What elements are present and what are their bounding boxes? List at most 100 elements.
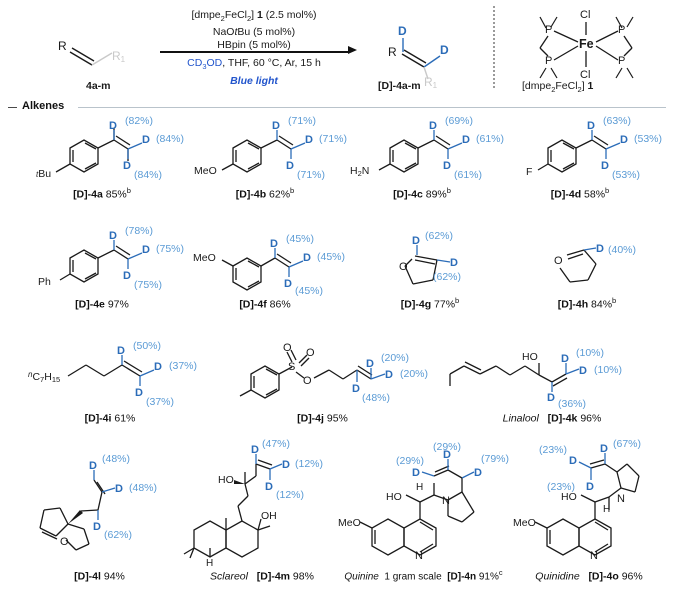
incorporation-4g-2: (62%) [433,271,461,283]
meo-label-4n: MeO [338,517,361,529]
reaction-arrow-head [348,46,357,54]
compound-name-4c: [D]-4c [393,188,423,201]
product-label: [D]-4a-m [378,80,421,92]
d-label-4o-3: D [586,481,594,493]
ho-label-4k: HO [522,351,538,363]
structure-4f: MeO D D D (45%) (45%) (45%) [193,233,345,297]
d-label-4e-2: D [142,244,150,256]
yield-4n: 91% [478,571,499,583]
d-label-4n-3: D [474,467,482,479]
d-label-4k-2: D [579,365,587,377]
yield-4m: 98% [292,570,314,583]
structure-4d: F D D D (63%) (53%) (53%) [526,115,662,181]
d-label-4g-1: D [412,235,420,247]
caption-4l: [D]-4l 94% [12,568,187,583]
n-label-4o: N [590,550,598,562]
caption-4i: [D]-4i 61% [10,410,210,425]
ho-label-4o: HO [561,491,577,503]
footnote-4c: b [446,186,451,195]
fe-atom-label: Fe [579,37,594,51]
compound-name-4m: [D]-4m [256,570,290,583]
n-quinuclidine-4o: N [617,493,625,505]
product-card-4e: Ph D D D (78%) (75%) (75%) [D]-4e 97% [22,225,184,311]
incorporation-4e-1: (78%) [125,225,153,237]
condition-line-2: NaOtBu (5 mol%) [212,25,296,38]
d-label-4f-2: D [303,252,311,264]
product-card-4a: tBu D D D (82%) (84%) (84%) [D]-4a 85%b [22,115,184,201]
product-card-4c: H2N D D D (69%) (61%) (61%) [D]-4c 89%b [342,115,504,201]
yield-4d: 58% [584,188,606,201]
structure-4g: O D D (62%) (62%) [399,230,461,285]
product-card-4h: O D (40%) [D]-4h 84%b [512,228,662,311]
incorporation-4i-1: (50%) [133,340,161,352]
d-label-4l-3: D [93,521,101,533]
condition-line-4: CD3OD, THF, 60 °C, Ar, 15 h [187,57,321,72]
d-label-4j-1: D [366,358,374,370]
h-label-4o: H [603,504,610,515]
caption-4n: Quinine 1 gram scale [D]-4n 91%c [336,568,511,582]
incorporation-4c-3: (61%) [454,169,482,181]
d-label-4h-1: D [596,243,604,255]
catalyst-structure: Fe Cl Cl P P P P [539,9,634,81]
o-label-4l: O [60,536,69,548]
p-atom-label-4: P [618,55,625,67]
caption-4f: [D]-4f 86% [185,296,345,311]
d-label-4d-2: D [620,134,628,146]
incorporation-4i-3: (37%) [146,396,174,408]
incorporation-4j-3: (48%) [362,392,390,404]
footnote-4n: c [498,568,503,577]
incorporation-4c-2: (61%) [476,133,504,145]
compound-name-4l: [D]-4l [74,570,101,583]
d-label-4d-1: D [587,120,595,132]
d-label-4a-1: D [109,120,117,132]
product-R-label: R [388,45,397,59]
incorporation-4a-3: (84%) [134,169,162,181]
product-card-4f: MeO D D D (45%) (45%) (45%) [D]-4f 86% [185,228,345,311]
product-card-4k: HO D D D (10%) (10%) (36%) Linalool [D]-… [432,334,672,425]
ho-label-4n: HO [386,491,402,503]
incorporation-4k-2: (10%) [594,364,622,376]
product-card-4b: MeO D D D (71%) (71%) (71%) [D]-4b 62%b [185,115,347,201]
d-label-4l-1: D [89,460,97,472]
yield-4e: 97% [107,298,129,311]
d-label-4l-2: D [115,483,123,495]
n-label-4n: N [415,550,423,562]
section-rule-line [78,107,666,108]
incorporation-4d-1: (63%) [603,115,631,127]
incorporation-4k-1: (10%) [576,347,604,359]
incorporation-4i-2: (37%) [169,360,197,372]
ho-label-4m: HO [218,474,234,486]
structure-4c: H2N D D D (69%) (61%) (61%) [350,115,504,181]
incorporation-4j-2: (20%) [400,368,428,380]
cl-bottom-label: Cl [580,69,590,81]
d-label-4e-3: D [123,270,131,282]
structure-4o: N N MeO HO H D D D (67%) (23%) (23%) [513,438,641,562]
incorporation-4c-1: (69%) [445,115,473,127]
oh-label-4m: OH [261,510,277,522]
n-quinuclidine-4n: N [442,495,450,507]
structure-4n: N N MeO HO H D D D (29%) (29%) (79%) [338,441,509,562]
trivial-name-4k: Linalool [502,412,539,425]
compound-name-4f: [D]-4f [239,298,267,311]
structure-4h: O D (40%) [554,243,636,283]
substrate-R1-label: R1 [112,49,126,64]
trivial-name-4n: Quinine [344,571,379,583]
yield-4c: 89% [425,188,447,201]
d-label-4o-2: D [569,455,577,467]
h-label-4n: H [416,482,423,493]
reaction-arrow [160,51,350,53]
incorporation-4n-3: (79%) [481,453,509,465]
d-label-4n-1: D [443,449,451,461]
product-card-4d: F D D D (63%) (53%) (53%) [D]-4d 58%b [500,115,662,201]
compound-name-4b: [D]-4b [235,188,267,201]
structure-4b: MeO D D D (71%) (71%) (71%) [194,115,347,181]
condition-line-1: [dmpe2FeCl2] 1 (2.5 mol%) [191,9,317,24]
d-label-4j-2: D [385,369,393,381]
d-label-4e-1: D [109,230,117,242]
meo-label-4o: MeO [513,517,536,529]
yield-4o: 96% [621,570,643,583]
caption-4m: Sclareol [D]-4m 98% [182,568,342,583]
incorporation-4k-3: (36%) [558,398,586,410]
structure-4j: S O O O D D D (20%) (20%) (48%) [239,342,428,404]
o-label-4h: O [554,255,563,267]
